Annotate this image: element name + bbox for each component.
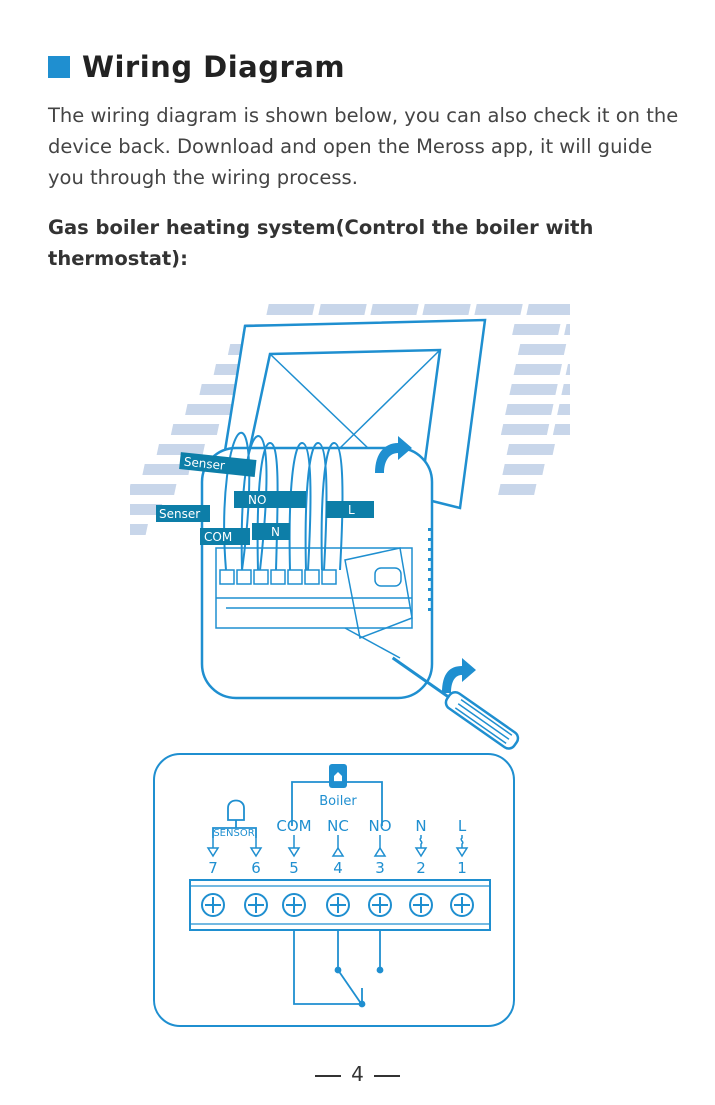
label-no: NO <box>234 491 306 508</box>
terminal-block <box>189 879 491 931</box>
svg-text:L: L <box>348 503 355 517</box>
svg-text:2: 2 <box>416 859 426 877</box>
svg-text:6: 6 <box>251 859 261 877</box>
dash-left <box>315 1074 342 1077</box>
svg-text:3: 3 <box>375 859 385 877</box>
svg-text:COM: COM <box>204 530 232 544</box>
svg-text:NC: NC <box>327 817 349 835</box>
section-heading: Wiring Diagram <box>48 50 345 84</box>
bullet-square-icon <box>48 56 70 78</box>
terminal-6: 6 <box>249 838 263 877</box>
svg-text:7: 7 <box>208 859 218 877</box>
label-com: COM <box>200 528 250 545</box>
svg-text:N: N <box>271 525 280 539</box>
page-title: Wiring Diagram <box>82 50 346 84</box>
label-l: L <box>326 501 374 518</box>
label-senser-left: Senser <box>156 505 210 522</box>
terminal-5: COM 5 <box>276 817 311 877</box>
thermostat-base <box>200 446 434 700</box>
installation-illustration: Senser NO Senser L COM N <box>130 304 570 750</box>
svg-text:COM: COM <box>276 817 311 835</box>
open-arrow-icon <box>375 436 412 473</box>
svg-text:N: N <box>415 817 426 835</box>
svg-text:5: 5 <box>289 859 299 877</box>
boiler-label: Boiler <box>319 794 357 809</box>
sensor-icon <box>227 799 245 821</box>
wiring-schematic: Boiler SENSOR 7 6 COM 5 NC 4 NO 3 N <box>153 753 515 1027</box>
svg-text:4: 4 <box>333 859 343 877</box>
intro-paragraph: The wiring diagram is shown below, you c… <box>48 104 679 189</box>
screwdriver-icon <box>391 656 520 750</box>
svg-text:NO: NO <box>368 817 391 835</box>
terminal-3: NO 3 <box>368 817 391 877</box>
svg-text:Senser: Senser <box>183 455 225 473</box>
page-number-value: 4 <box>351 1062 364 1086</box>
page-number: 4 <box>0 1062 715 1086</box>
terminal-1: L 1 <box>455 817 469 877</box>
wire-labels: Senser NO Senser L COM N <box>156 452 374 545</box>
sensor-label: SENSOR <box>213 828 254 839</box>
system-subheading: Gas boiler heating system(Control the bo… <box>48 216 594 270</box>
terminal-7: 7 <box>206 838 220 877</box>
terminal-2: N 2 <box>414 817 428 877</box>
svg-text:L: L <box>458 817 467 835</box>
dash-right <box>373 1074 400 1077</box>
svg-text:NO: NO <box>248 493 266 507</box>
svg-text:Senser: Senser <box>159 507 200 521</box>
sensor-unit: SENSOR <box>212 799 257 839</box>
label-senser-top: Senser <box>179 452 257 477</box>
svg-text:1: 1 <box>457 859 467 877</box>
relay-switch <box>293 930 384 1008</box>
terminal-4: NC 4 <box>327 817 349 877</box>
label-n: N <box>252 523 290 540</box>
screwdriver-arrow-icon <box>442 658 476 693</box>
boiler-unit: Boiler <box>291 764 383 826</box>
